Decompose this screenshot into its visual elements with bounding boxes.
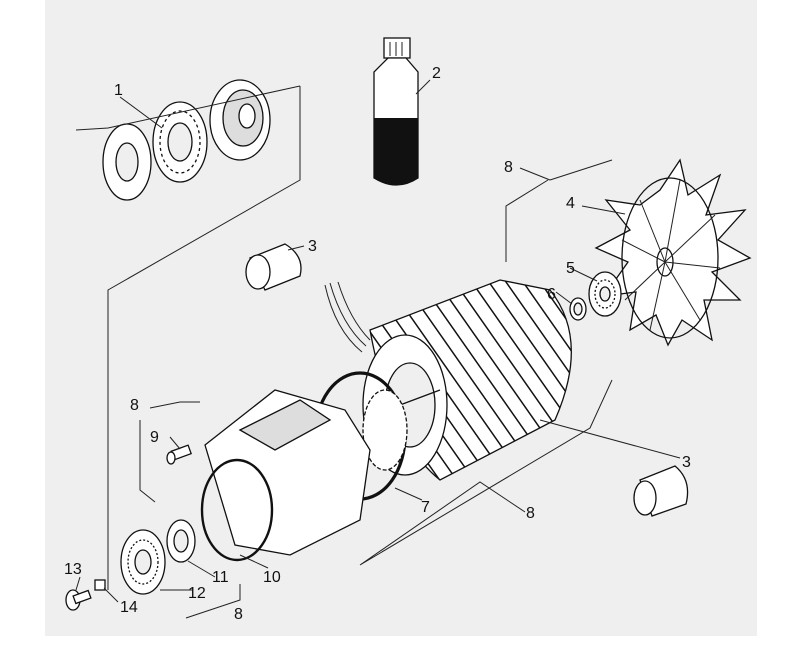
callout-8-motor: 8 — [526, 505, 535, 522]
part-3-cylinder-upper — [245, 243, 302, 291]
callout-5: 5 — [566, 260, 575, 277]
part-1-thrust-bearing-set — [102, 79, 271, 201]
callout-3-upper: 3 — [308, 238, 317, 255]
leader-lines — [75, 79, 681, 619]
part-9-screw — [166, 444, 193, 465]
callout-3-lower: 3 — [682, 454, 691, 471]
callout-8-fan: 8 — [504, 159, 513, 176]
part-3-cylinder-lower — [633, 465, 689, 517]
part-4-fan — [594, 158, 752, 347]
callout-11: 11 — [212, 569, 229, 586]
rotor — [362, 389, 408, 471]
callout-1: 1 — [114, 82, 123, 99]
part-11-shaft-seal — [166, 519, 196, 563]
part-13-screw — [65, 589, 92, 611]
callout-9: 9 — [150, 429, 159, 446]
callout-6: 6 — [547, 286, 556, 303]
part-10-seal-ring — [200, 458, 274, 562]
callout-4: 4 — [566, 195, 575, 212]
callout-12: 12 — [188, 585, 206, 602]
part-2-oil-bottle — [373, 37, 419, 186]
callout-13: 13 — [64, 561, 82, 578]
part-6-ring — [569, 297, 587, 321]
callout-8-left: 8 — [130, 397, 139, 414]
callout-labels: 1 2 8 4 3 5 6 8 9 3 7 8 10 11 12 13 14 8 — [64, 65, 691, 623]
callout-14: 14 — [120, 599, 138, 616]
callout-8-bottom: 8 — [234, 606, 243, 623]
part-5-bearing — [588, 271, 622, 317]
callout-2: 2 — [432, 65, 441, 82]
callout-10: 10 — [263, 569, 281, 586]
part-12-ball-bearing — [120, 529, 166, 595]
part-14-washer — [94, 579, 106, 591]
pump-head-housing — [200, 389, 371, 562]
callout-7: 7 — [421, 499, 430, 516]
